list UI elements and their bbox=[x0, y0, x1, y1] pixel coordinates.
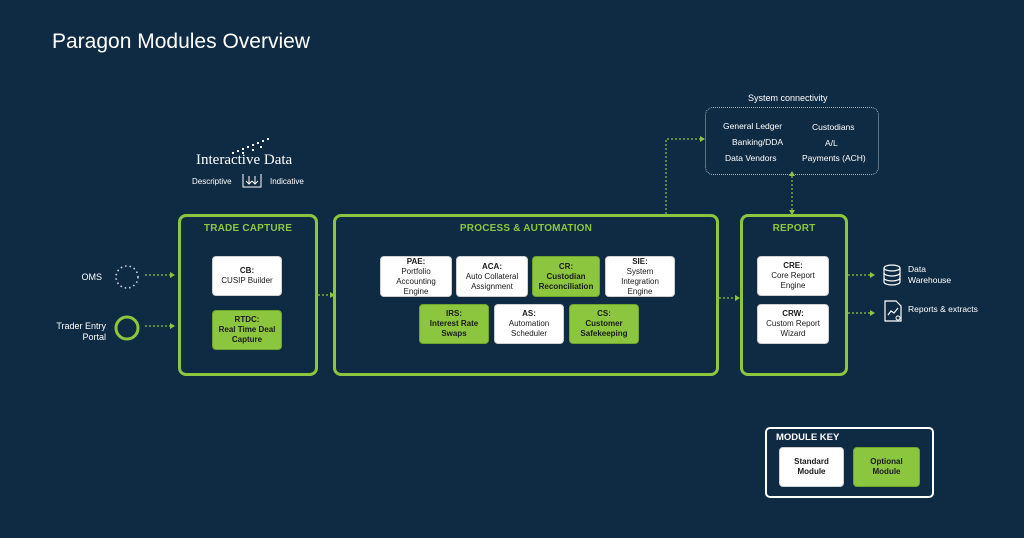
module-aca[interactable]: ACA: Auto Collateral Assignment bbox=[456, 256, 528, 297]
module-code: ACA: bbox=[482, 261, 502, 271]
module-cr[interactable]: CR: Custodian Reconciliation bbox=[532, 256, 600, 297]
descriptive-label: Descriptive bbox=[192, 177, 232, 186]
page-title: Paragon Modules Overview bbox=[52, 30, 310, 53]
module-name: Custom Report Wizard bbox=[766, 319, 820, 338]
module-as[interactable]: AS: Automation Scheduler bbox=[494, 304, 564, 344]
module-name: Custodian Reconciliation bbox=[538, 271, 594, 291]
sys-custodians: Custodians bbox=[812, 122, 855, 132]
sys-data-vendors: Data Vendors bbox=[725, 153, 777, 163]
key-optional-label: Optional Module bbox=[870, 457, 903, 476]
module-name: Interest Rate Swaps bbox=[429, 319, 479, 338]
module-cs[interactable]: CS: Customer Safekeeping bbox=[569, 304, 639, 344]
module-irs[interactable]: IRS: Interest Rate Swaps bbox=[419, 304, 489, 344]
system-connectivity-title: System connectivity bbox=[748, 93, 828, 103]
module-code: CRE: bbox=[783, 261, 803, 270]
reports-extracts-label: Reports & extracts bbox=[908, 304, 978, 314]
indicative-label: Indicative bbox=[270, 177, 304, 186]
key-optional: Optional Module bbox=[853, 447, 920, 487]
key-standard: Standard Module bbox=[779, 447, 844, 487]
descriptive-indicative-icon bbox=[242, 174, 262, 188]
module-pae[interactable]: PAE: Portfolio Accounting Engine bbox=[380, 256, 452, 297]
trader-entry-portal-label: Trader Entry Portal bbox=[56, 321, 106, 342]
module-rtdc[interactable]: RTDC: Real Time Deal Capture bbox=[212, 310, 282, 350]
trade-capture-title: TRADE CAPTURE bbox=[203, 223, 293, 234]
module-sie[interactable]: SIE: System Integration Engine bbox=[605, 256, 675, 297]
module-code: PAE: bbox=[406, 256, 426, 266]
module-key-title: MODULE KEY bbox=[776, 432, 840, 443]
sys-banking-dda: Banking/DDA bbox=[732, 137, 784, 147]
module-name: Core Report Engine bbox=[771, 271, 815, 290]
sys-general-ledger: General Ledger bbox=[723, 121, 783, 131]
sys-al: A/L bbox=[825, 138, 838, 148]
module-cre[interactable]: CRE: Core Report Engine bbox=[757, 256, 829, 296]
trade-capture-panel: TRADE CAPTURE bbox=[178, 214, 318, 376]
database-icon bbox=[883, 264, 901, 286]
module-name: Portfolio Accounting Engine bbox=[396, 266, 436, 296]
module-name: Real Time Deal Capture bbox=[218, 325, 276, 344]
process-automation-panel: PROCESS & AUTOMATION bbox=[333, 214, 719, 376]
oms-label: OMS bbox=[81, 272, 102, 282]
report-title: REPORT bbox=[772, 223, 816, 234]
oms-dotted-circle-icon bbox=[115, 265, 139, 289]
process-automation-title: PROCESS & AUTOMATION bbox=[459, 223, 593, 234]
data-warehouse-label: Data Warehouse bbox=[908, 264, 952, 285]
module-code: CS: bbox=[597, 309, 611, 318]
key-standard-label: Standard Module bbox=[794, 457, 829, 476]
system-connectivity-box bbox=[705, 107, 879, 175]
report-panel: REPORT bbox=[740, 214, 848, 376]
module-name: Auto Collateral Assignment bbox=[465, 271, 519, 291]
logo-dots-icon bbox=[232, 138, 269, 154]
module-code: AS: bbox=[522, 309, 536, 318]
module-name: Automation Scheduler bbox=[508, 319, 550, 338]
module-key-box: MODULE KEY bbox=[765, 427, 934, 498]
module-cb[interactable]: CB: CUSIP Builder bbox=[212, 256, 282, 296]
module-name: System Integration Engine bbox=[621, 266, 659, 296]
module-name: CUSIP Builder bbox=[221, 276, 273, 285]
module-code: SIE: bbox=[632, 256, 648, 266]
module-code: IRS: bbox=[446, 309, 462, 318]
module-code: CB: bbox=[239, 266, 255, 275]
module-name: Customer Safekeeping bbox=[580, 319, 628, 338]
sys-payments-ach: Payments (ACH) bbox=[802, 153, 866, 163]
module-code: CR: bbox=[558, 261, 574, 271]
trader-portal-circle-icon bbox=[114, 315, 140, 341]
module-code: RTDC: bbox=[234, 315, 260, 324]
interactive-data-logo: Interactive Data bbox=[196, 152, 293, 168]
report-document-icon bbox=[884, 300, 902, 322]
module-crw[interactable]: CRW: Custom Report Wizard bbox=[757, 304, 829, 344]
module-code: CRW: bbox=[782, 309, 804, 318]
